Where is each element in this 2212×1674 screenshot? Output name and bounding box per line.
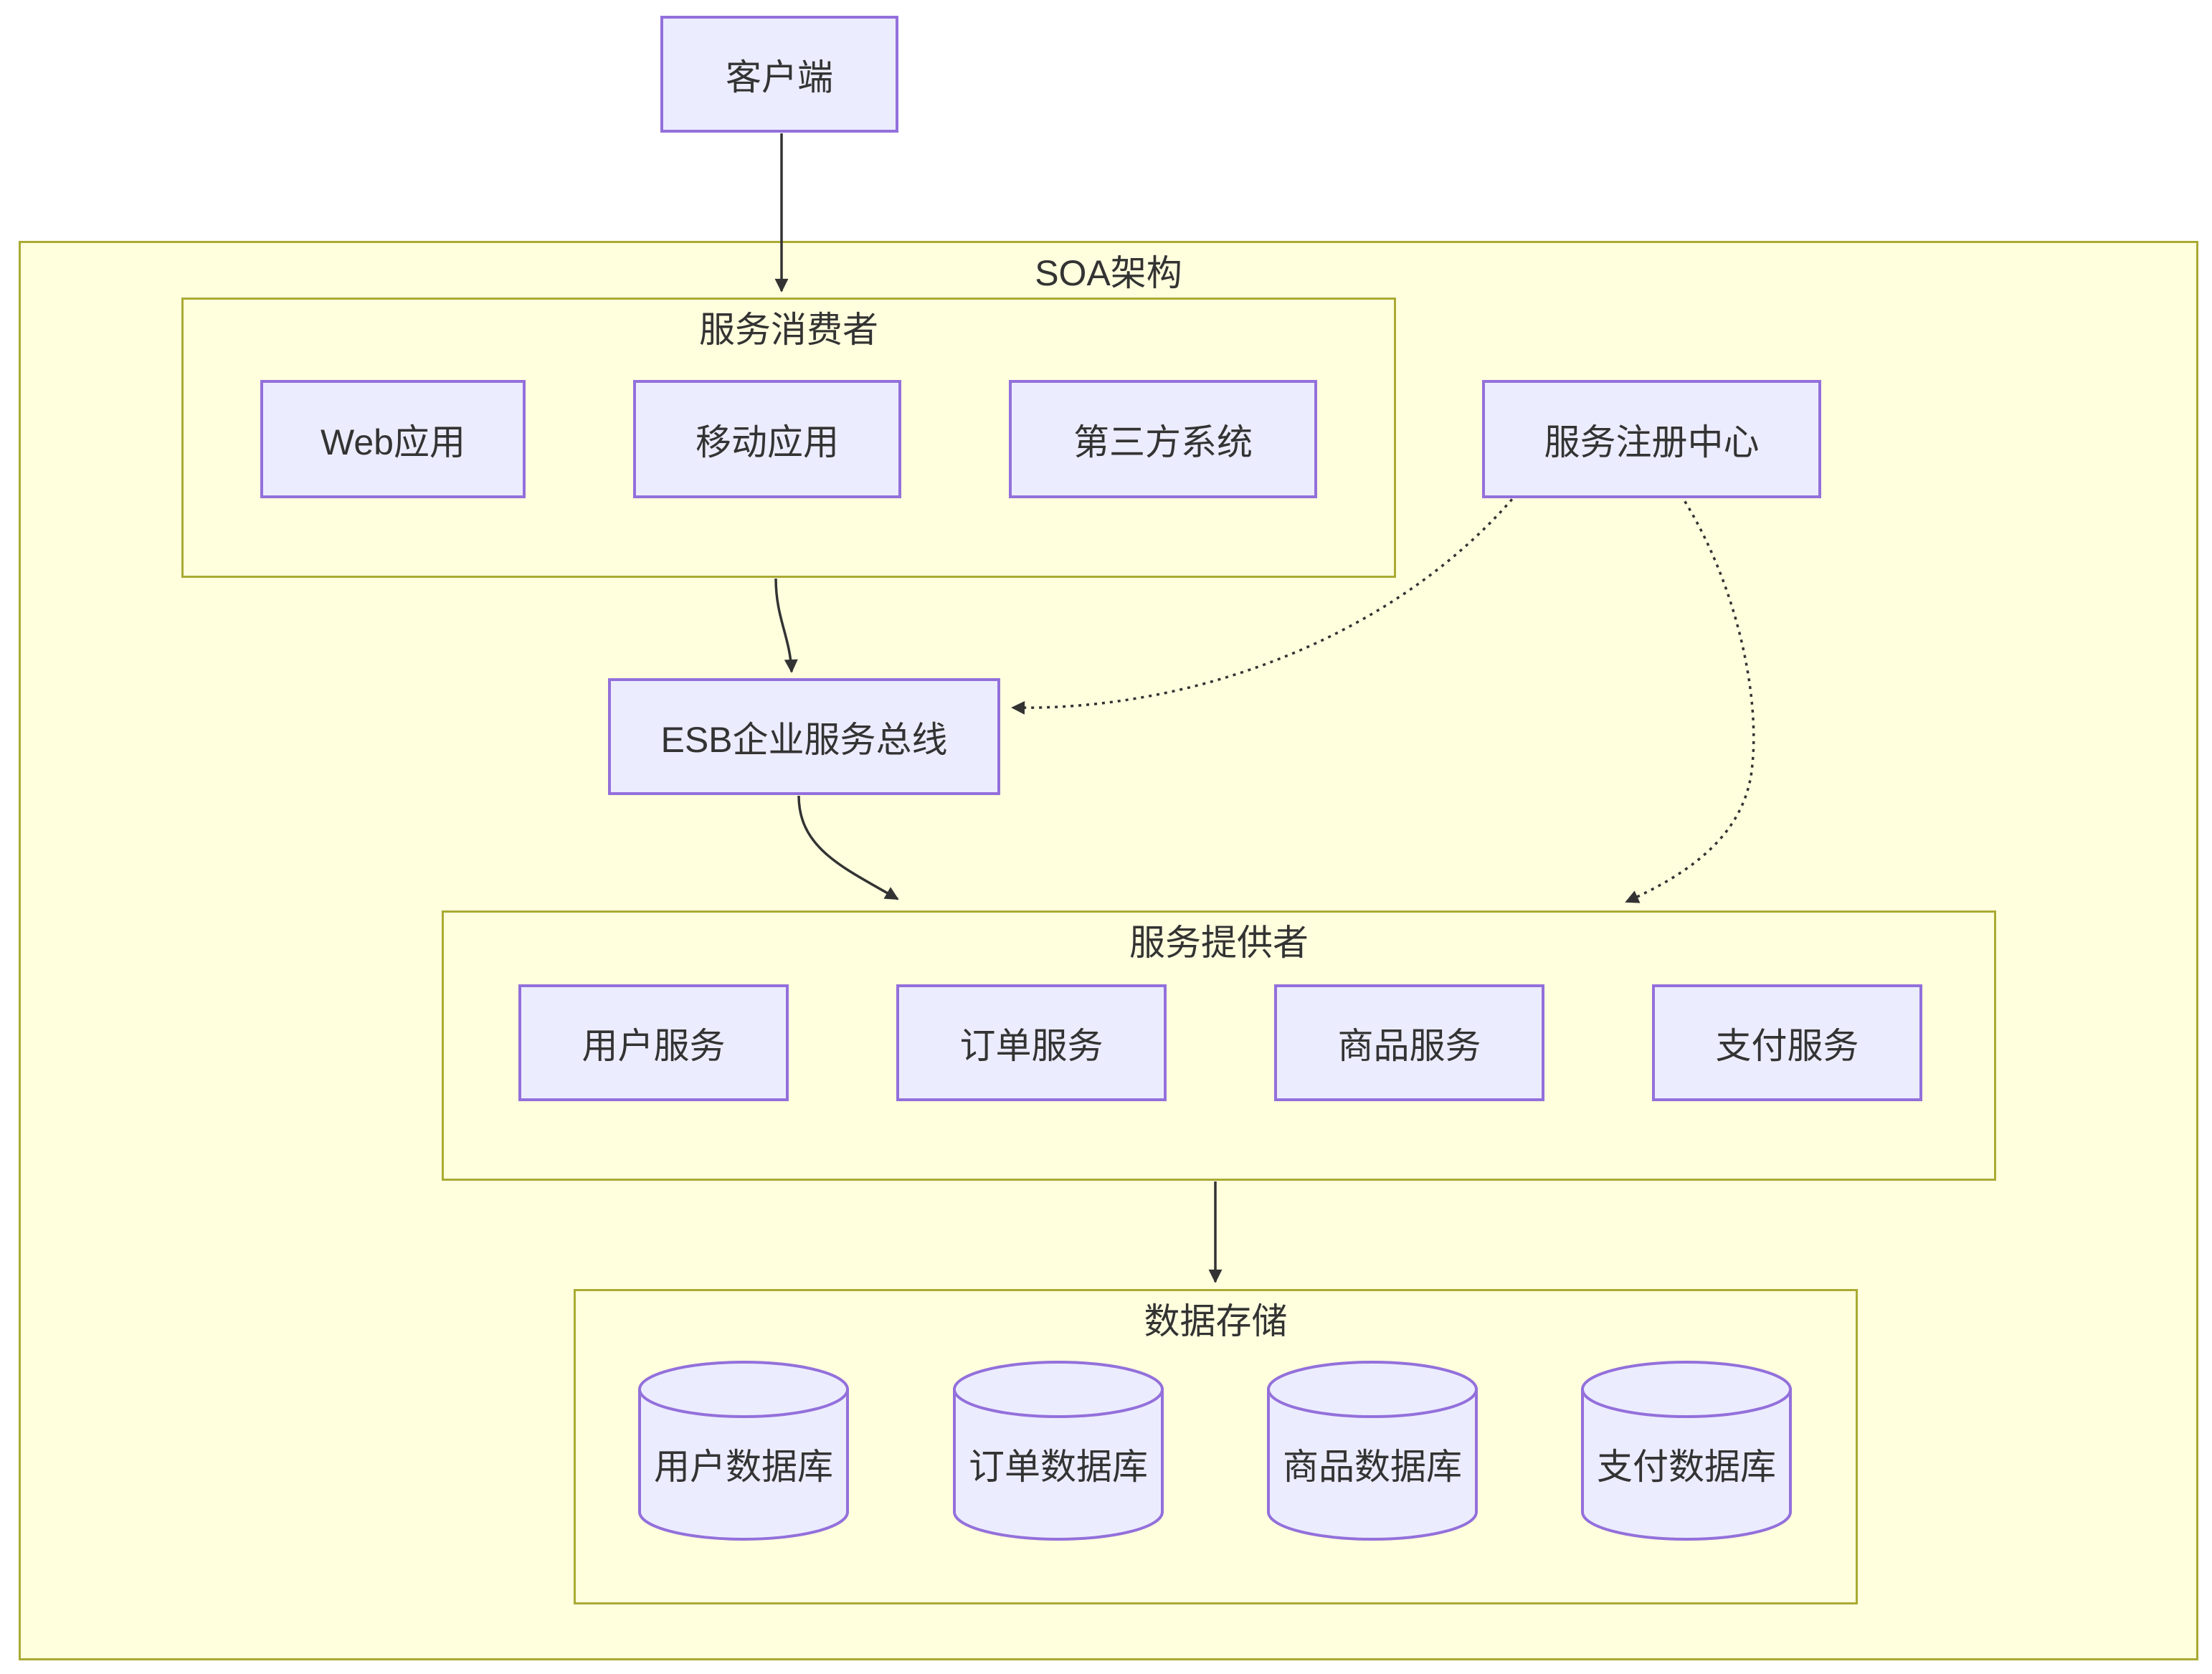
node-third-party-system-label: 第三方系统 bbox=[1073, 422, 1253, 462]
cluster-data-storage-title: 数据存储 bbox=[1144, 1301, 1288, 1341]
node-order-service: 订单服务 bbox=[896, 984, 1167, 1101]
node-client-label: 客户端 bbox=[726, 57, 833, 98]
node-web-app-label: Web应用 bbox=[321, 422, 465, 462]
node-order-db-label: 订单数据库 bbox=[969, 1447, 1148, 1487]
node-mobile-app-label: 移动应用 bbox=[696, 422, 839, 462]
node-product-service-label: 商品服务 bbox=[1337, 1025, 1481, 1066]
node-esb-label: ESB企业服务总线 bbox=[660, 719, 948, 760]
node-product-db-label: 商品数据库 bbox=[1283, 1447, 1462, 1487]
node-service-registry: 服务注册中心 bbox=[1482, 380, 1821, 498]
node-user-service: 用户服务 bbox=[518, 984, 789, 1101]
cluster-service-consumers-title: 服务消费者 bbox=[699, 310, 878, 350]
node-service-registry-label: 服务注册中心 bbox=[1544, 422, 1760, 462]
cluster-soa-title: SOA架构 bbox=[1035, 253, 1182, 293]
node-order-service-label: 订单服务 bbox=[959, 1025, 1103, 1066]
node-user-db-label: 用户数据库 bbox=[654, 1447, 833, 1487]
node-product-service: 商品服务 bbox=[1274, 984, 1544, 1101]
node-esb: ESB企业服务总线 bbox=[608, 678, 1000, 795]
node-user-service-label: 用户服务 bbox=[582, 1025, 726, 1066]
node-third-party-system: 第三方系统 bbox=[1009, 380, 1317, 498]
cluster-service-providers-title: 服务提供者 bbox=[1129, 923, 1309, 963]
node-payment-service: 支付服务 bbox=[1652, 984, 1922, 1101]
node-web-app: Web应用 bbox=[260, 380, 526, 498]
node-payment-db-label: 支付数据库 bbox=[1597, 1447, 1776, 1487]
node-payment-service-label: 支付服务 bbox=[1715, 1025, 1859, 1066]
node-client: 客户端 bbox=[660, 16, 898, 133]
node-mobile-app: 移动应用 bbox=[633, 380, 901, 498]
